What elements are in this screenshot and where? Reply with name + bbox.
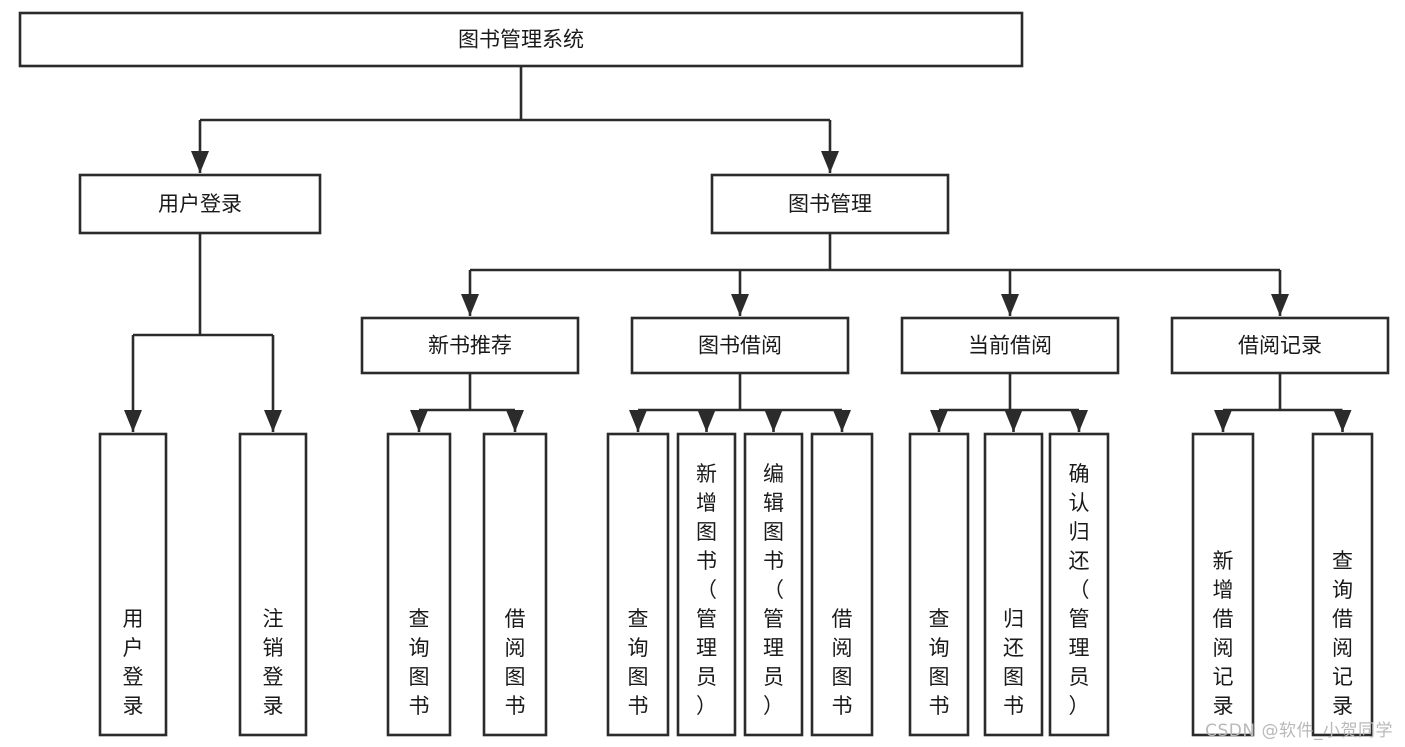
node-leaf-query-book-1-box[interactable] <box>386 432 452 737</box>
node-user-login-label: 用户登录 <box>158 192 242 216</box>
node-leaf-borrow-book-1-box[interactable] <box>482 432 548 737</box>
node-book-manage-box[interactable] <box>710 173 950 235</box>
node-leaf-add-book-label: 新增图书（管理员） <box>696 462 717 718</box>
node-borrow-records-box[interactable] <box>1170 316 1390 375</box>
node-leaf-add-record-box[interactable] <box>1191 432 1255 737</box>
node-current-borrow-label: 当前借阅 <box>968 334 1052 358</box>
node-leaf-borrow-book-2-box[interactable] <box>810 432 874 737</box>
node-leaf-confirm-return-label: 确认归还（管理员） <box>1069 462 1090 718</box>
node-leaf-edit-book[interactable]: 编辑图书（管理员） <box>743 432 804 737</box>
node-leaf-return-book[interactable]: 归还图书 <box>983 432 1044 737</box>
node-leaf-return-book-label: 归还图书 <box>1003 607 1024 718</box>
node-leaf-user-logout-label: 注销登录 <box>263 607 284 718</box>
node-root-box[interactable] <box>18 11 1024 68</box>
arrow-head-icon <box>821 151 839 173</box>
arrow-head-icon <box>1214 410 1232 432</box>
node-book-manage[interactable]: 图书管理 <box>710 173 950 235</box>
node-leaf-edit-book-box[interactable] <box>743 432 804 737</box>
node-new-book-recommend-box[interactable] <box>360 316 580 375</box>
node-leaf-return-book-box[interactable] <box>983 432 1044 737</box>
node-leaf-query-book-3-box[interactable] <box>908 432 970 737</box>
node-leaf-user-logout-box[interactable] <box>238 432 308 737</box>
node-leaf-query-record-label: 查询借阅记录 <box>1332 549 1353 718</box>
node-leaf-query-record[interactable]: 查询借阅记录 <box>1311 432 1374 737</box>
node-leaf-confirm-return[interactable]: 确认归还（管理员） <box>1048 432 1110 737</box>
node-root[interactable]: 图书管理系统 <box>18 11 1024 68</box>
node-leaf-user-login[interactable]: 用户登录 <box>98 432 168 737</box>
connector-layer <box>124 66 1352 432</box>
arrow-head-icon <box>629 410 647 432</box>
node-leaf-query-book-2-box[interactable] <box>606 432 670 737</box>
node-leaf-user-logout[interactable]: 注销登录 <box>238 432 308 737</box>
node-leaf-query-book-3[interactable]: 查询图书 <box>908 432 970 737</box>
node-leaf-borrow-book-2[interactable]: 借阅图书 <box>810 432 874 737</box>
node-book-borrow-box[interactable] <box>630 316 850 375</box>
node-current-borrow-box[interactable] <box>900 316 1120 375</box>
node-leaf-add-book-box[interactable] <box>676 432 737 737</box>
arrow-head-icon <box>1001 294 1019 316</box>
node-leaf-confirm-return-box[interactable] <box>1048 432 1110 737</box>
node-leaf-query-book-1-label: 查询图书 <box>409 607 430 718</box>
arrow-head-icon <box>1070 410 1088 432</box>
node-leaf-query-book-2-label: 查询图书 <box>628 607 649 718</box>
node-leaf-borrow-book-1-label: 借阅图书 <box>505 607 526 718</box>
node-borrow-records-label: 借阅记录 <box>1238 334 1322 358</box>
node-user-login[interactable]: 用户登录 <box>78 173 322 235</box>
node-book-borrow[interactable]: 图书借阅 <box>630 316 850 375</box>
node-leaf-add-record[interactable]: 新增借阅记录 <box>1191 432 1255 737</box>
arrow-head-icon <box>1004 410 1023 432</box>
node-book-borrow-label: 图书借阅 <box>698 334 782 358</box>
watermark-label: CSDN @软件_小贺同学 <box>1205 721 1393 741</box>
arrow-head-icon <box>833 410 851 432</box>
arrow-head-icon <box>731 294 749 316</box>
node-new-book-recommend-label: 新书推荐 <box>428 334 512 358</box>
node-current-borrow[interactable]: 当前借阅 <box>900 316 1120 375</box>
node-book-manage-label: 图书管理 <box>788 192 872 216</box>
node-leaf-query-book-3-label: 查询图书 <box>929 607 950 718</box>
arrow-head-icon <box>506 410 524 432</box>
arrow-head-icon <box>1333 410 1352 432</box>
node-layer: 图书管理系统用户登录图书管理新书推荐图书借阅当前借阅借阅记录用户登录注销登录查询… <box>18 11 1390 737</box>
arrow-head-icon <box>264 410 282 432</box>
node-borrow-records[interactable]: 借阅记录 <box>1170 316 1390 375</box>
node-leaf-add-book[interactable]: 新增图书（管理员） <box>676 432 737 737</box>
arrow-head-icon <box>1271 294 1289 316</box>
arrow-head-icon <box>410 410 428 432</box>
arrow-head-icon <box>191 151 209 173</box>
arrow-head-icon <box>461 294 479 316</box>
arrow-head-icon <box>930 410 948 432</box>
node-new-book-recommend[interactable]: 新书推荐 <box>360 316 580 375</box>
arrow-head-icon <box>124 410 142 432</box>
node-leaf-query-book-1[interactable]: 查询图书 <box>386 432 452 737</box>
node-leaf-user-login-box[interactable] <box>98 432 168 737</box>
node-leaf-query-record-box[interactable] <box>1311 432 1374 737</box>
node-leaf-edit-book-label: 编辑图书（管理员） <box>763 462 784 718</box>
node-leaf-query-book-2[interactable]: 查询图书 <box>606 432 670 737</box>
node-leaf-borrow-book-1[interactable]: 借阅图书 <box>482 432 548 737</box>
node-leaf-add-record-label: 新增借阅记录 <box>1213 549 1234 718</box>
arrow-head-icon <box>764 410 783 432</box>
node-user-login-box[interactable] <box>78 173 322 235</box>
node-leaf-user-login-label: 用户登录 <box>123 607 144 718</box>
node-root-label: 图书管理系统 <box>458 28 584 52</box>
arrow-head-icon <box>697 410 716 432</box>
node-leaf-borrow-book-2-label: 借阅图书 <box>832 607 853 718</box>
